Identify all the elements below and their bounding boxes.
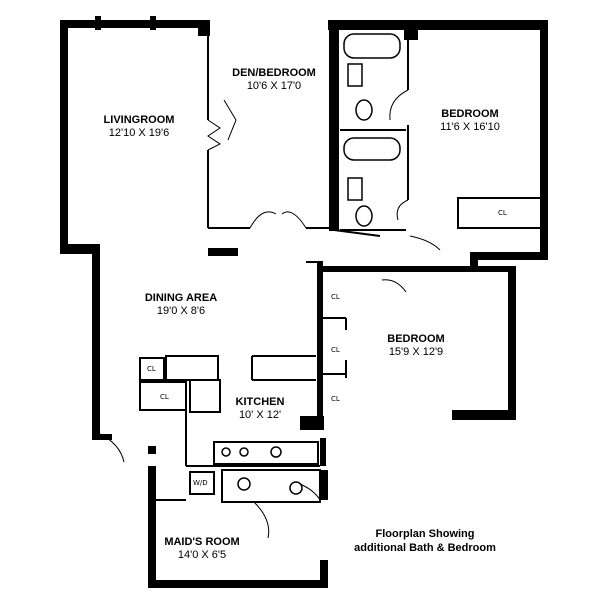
bath-fixtures	[221, 33, 401, 495]
kitchen-dims: 10' X 12'	[238, 409, 282, 421]
bedroom2-name: BEDROOM	[387, 333, 445, 345]
caption-line2: additional Bath & Bedroom	[354, 542, 496, 554]
living-name: LIVINGROOM	[103, 114, 175, 126]
dining-dims: 19'0 X 8'6	[156, 305, 206, 317]
closet-label: CL	[147, 365, 156, 373]
misc-solids	[148, 248, 326, 466]
closet-label: CL	[160, 393, 169, 401]
caption-line1: Floorplan Showing	[375, 528, 475, 540]
dining-name: DINING AREA	[144, 292, 218, 304]
kitchen-name: KITCHEN	[235, 396, 285, 408]
living-label: LIVINGROOM 12'10 X 19'6	[84, 114, 194, 140]
closet-label: CL	[331, 395, 340, 403]
exterior-walls	[60, 16, 548, 588]
door-swings	[99, 89, 441, 539]
bedroom2-label: BEDROOM 15'9 X 12'9	[366, 333, 466, 359]
bedroom2-dims: 15'9 X 12'9	[388, 346, 444, 358]
den-dims: 10'6 X 17'0	[246, 80, 302, 92]
bedroom1-name: BEDROOM	[441, 108, 499, 120]
maid-name: MAID'S ROOM	[164, 536, 240, 548]
closet-label: CL	[331, 293, 340, 301]
den-label: DEN/BEDROOM 10'6 X 17'0	[214, 67, 334, 93]
bedroom1-dims: 11'6 X 16'10	[440, 121, 500, 133]
bedroom1-label: BEDROOM 11'6 X 16'10	[420, 108, 520, 134]
interior-walls	[139, 23, 543, 503]
maid-dims: 14'0 X 6'5	[177, 549, 227, 561]
closet-label: CL	[498, 209, 507, 217]
kitchen-label: KITCHEN 10' X 12'	[220, 396, 300, 422]
closet-label: CL	[331, 346, 340, 354]
caption: Floorplan Showing additional Bath & Bedr…	[340, 527, 510, 555]
den-name: DEN/BEDROOM	[232, 67, 316, 79]
living-dims: 12'10 X 19'6	[108, 127, 170, 139]
dining-label: DINING AREA 19'0 X 8'6	[126, 292, 236, 318]
washer-dryer-label: W/D	[193, 479, 208, 487]
maid-label: MAID'S ROOM 14'0 X 6'5	[152, 536, 252, 562]
